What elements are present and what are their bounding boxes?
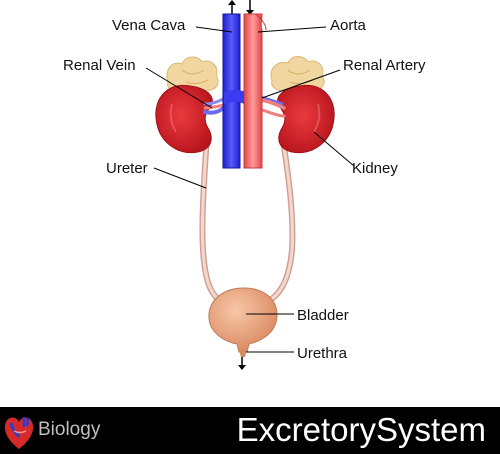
leader-vena-cava: [195, 26, 233, 33]
label-bladder: Bladder: [297, 307, 349, 324]
footer-banner: Biology ExcretorySystem: [0, 407, 500, 454]
leader-renal-vein: [145, 67, 213, 109]
right-ureter-inner: [260, 133, 294, 306]
flow-arrow-up: [228, 0, 236, 14]
right-ureter: [259, 132, 296, 307]
footer-title: ExcretorySystem: [236, 411, 486, 448]
leader-kidney: [313, 131, 355, 167]
footer-brand-label: Biology: [38, 419, 101, 440]
label-renal-vein: Renal Vein: [63, 57, 136, 74]
bladder: [208, 287, 278, 357]
vena-cava: [222, 13, 244, 169]
diagram-canvas: Vena Cava Aorta Renal Vein Renal Artery …: [63, 0, 426, 370]
aorta: [243, 13, 267, 169]
left-ureter-inner: [200, 133, 228, 306]
label-vena-cava: Vena Cava: [112, 17, 186, 34]
leader-lines: [145, 26, 355, 353]
label-kidney: Kidney: [352, 160, 398, 177]
flow-arrow-down: [246, 0, 254, 15]
leader-renal-artery: [261, 69, 341, 99]
label-renal-artery: Renal Artery: [343, 57, 426, 74]
left-kidney: [155, 84, 213, 154]
leader-aorta: [257, 26, 327, 33]
label-urethra: Urethra: [297, 345, 348, 362]
label-ureter: Ureter: [106, 160, 148, 177]
leader-ureter: [153, 167, 207, 189]
heart-icon: [4, 417, 34, 449]
label-aorta: Aorta: [330, 17, 367, 34]
urethra-arrow-down: [238, 356, 246, 370]
